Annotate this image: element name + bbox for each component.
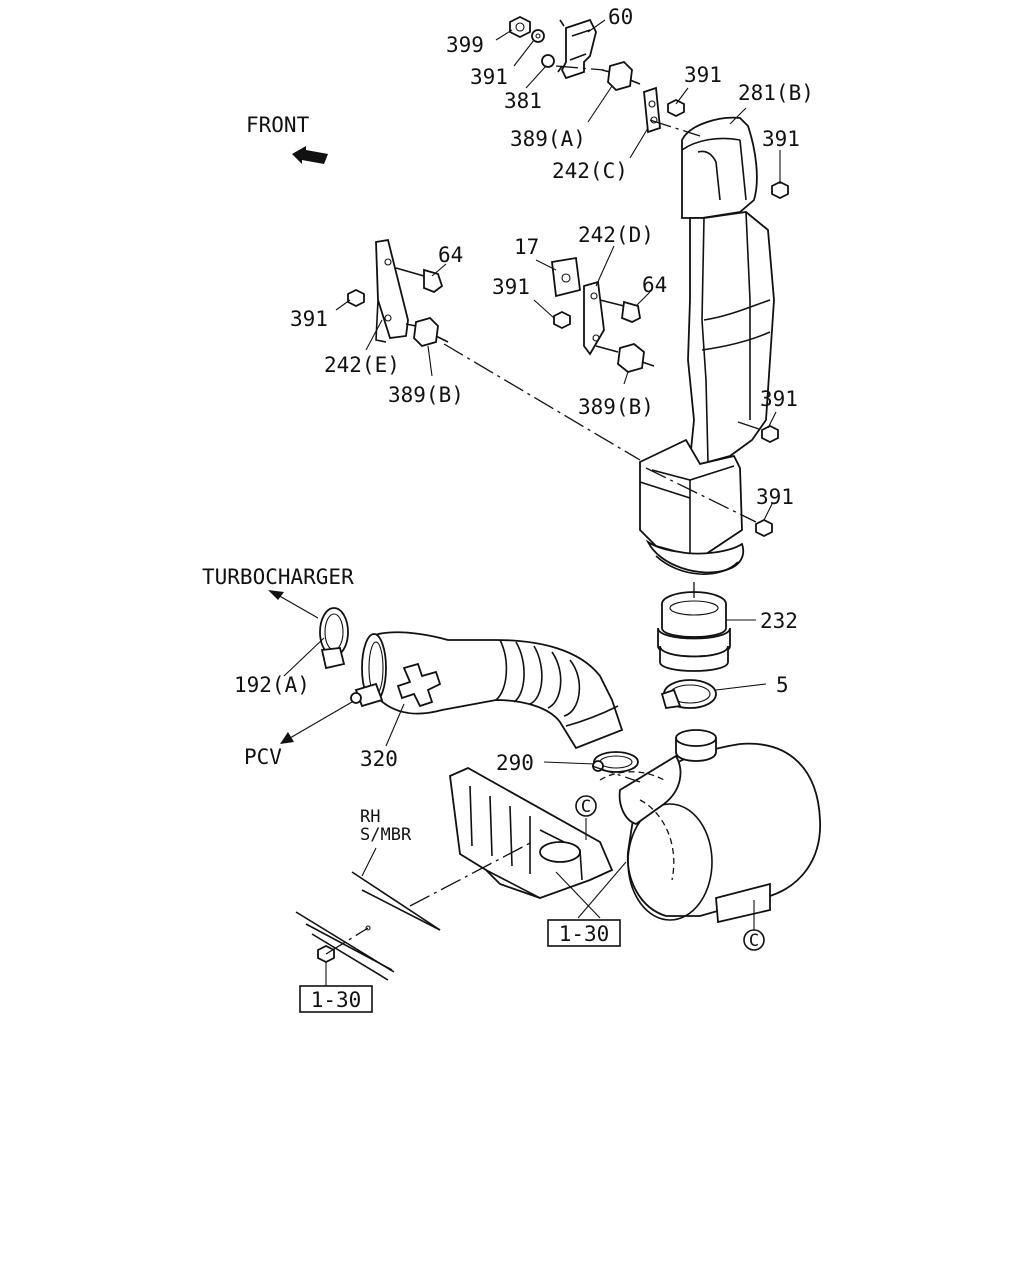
bracket-242d <box>583 280 605 356</box>
callout-192a: 192(A) <box>234 673 310 697</box>
callout-399: 399 <box>446 33 484 57</box>
callout-391-g: 391 <box>756 485 794 509</box>
callout-242e: 242(E) <box>324 353 400 377</box>
callout-64-right: 64 <box>642 273 667 297</box>
washer-391-top <box>531 29 545 43</box>
washer-381 <box>541 54 555 68</box>
callout-391-f: 391 <box>760 387 798 411</box>
pcv-label: PCV <box>244 745 282 769</box>
rh-side-member <box>295 871 441 981</box>
hose-clamp-192a <box>319 607 349 670</box>
bolt-64-right <box>599 299 641 323</box>
reference-circle-c-bottom: C <box>743 929 765 951</box>
callout-389b-right: 389(B) <box>578 395 654 419</box>
bracket-242e <box>375 238 409 343</box>
callout-391-c: 391 <box>762 127 800 151</box>
nut-391-b <box>771 180 789 200</box>
front-arrow-icon <box>292 146 328 164</box>
turbocharger-label: TURBOCHARGER <box>202 565 354 589</box>
air-cleaner-bracket <box>449 766 614 899</box>
top-mount-bracket-60 <box>557 18 597 80</box>
side-member-label: S/MBR <box>360 825 412 845</box>
reference-circle-c-bottom-label: C <box>749 931 759 951</box>
center-lines <box>325 65 763 955</box>
front-label: FRONT <box>246 113 310 137</box>
callout-389b-left: 389(B) <box>388 383 464 407</box>
turbocharger-arrow-icon <box>268 590 319 619</box>
nut-391-g <box>755 518 773 538</box>
plate-17 <box>551 256 581 298</box>
nut-391-e <box>553 310 571 330</box>
callout-281b: 281(B) <box>738 81 814 105</box>
callout-389a: 389(A) <box>510 127 586 151</box>
nut-399 <box>509 15 531 39</box>
reference-box-left: 1-30 <box>299 985 373 1013</box>
rubber-mount-389a <box>601 60 641 92</box>
callout-391-e: 391 <box>492 275 530 299</box>
rh-label: RH <box>360 807 380 827</box>
nut-391-f <box>761 424 779 444</box>
bolt-64-left <box>395 267 444 294</box>
callout-232: 232 <box>760 609 798 633</box>
nut-391-d <box>347 288 365 308</box>
callout-320: 320 <box>360 747 398 771</box>
callout-17: 17 <box>514 235 539 259</box>
callout-60: 60 <box>608 5 633 29</box>
hose-clamp-290 <box>592 751 639 773</box>
rubber-mount-389b-left <box>405 316 449 348</box>
callout-381: 381 <box>504 89 542 113</box>
nut-391-c <box>667 98 685 118</box>
air-cleaner-assembly <box>599 729 821 924</box>
rubber-mount-389b-right <box>595 343 655 373</box>
hose-clamp-5 <box>660 679 717 710</box>
callout-5: 5 <box>776 673 789 697</box>
callout-290: 290 <box>496 751 534 775</box>
reference-box-center-label: 1-30 <box>559 922 610 946</box>
callout-242d: 242(D) <box>578 223 654 247</box>
callout-391-a: 391 <box>470 65 508 89</box>
reference-box-center: 1-30 <box>547 919 621 947</box>
bracket-242c <box>643 86 661 134</box>
pcv-arrow-icon <box>280 701 353 744</box>
reference-circle-c-top: C <box>575 795 597 817</box>
callout-391-d: 391 <box>290 307 328 331</box>
intake-hose-320 <box>350 631 624 750</box>
reference-box-left-label: 1-30 <box>311 988 362 1012</box>
callout-242c: 242(C) <box>552 159 628 183</box>
callout-64-left: 64 <box>438 243 463 267</box>
callout-391-b: 391 <box>684 63 722 87</box>
air-duct-281b <box>639 116 775 575</box>
bellows-hose-232 <box>657 591 731 672</box>
reference-circle-c-top-label: C <box>581 797 591 817</box>
leader-lines <box>283 19 781 986</box>
